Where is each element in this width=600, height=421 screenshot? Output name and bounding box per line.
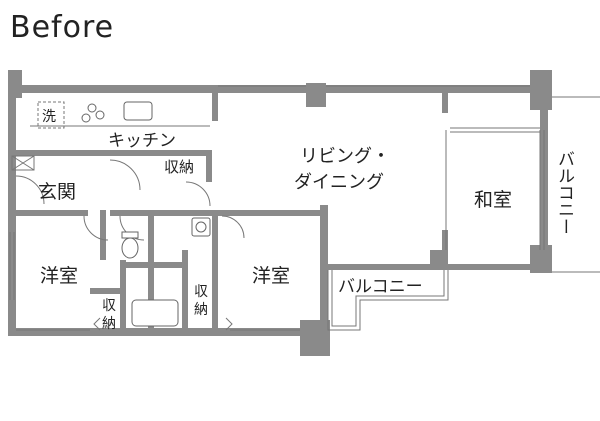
wall-vert [148,210,154,330]
pillar [530,70,552,110]
stove-burner [87,103,97,113]
storage-mid-label-2: 納 [194,302,208,318]
wall-storage-left [120,260,126,330]
wall-mid [110,210,260,216]
bathtub [131,299,179,327]
toilet-tank [121,231,139,239]
wall-mid-right [222,210,328,216]
wall-storage-left-top [90,288,126,294]
wall-vert [100,210,106,260]
kitchen-sink [123,101,153,121]
pillar [306,83,326,107]
wall-storage-right [206,150,212,182]
stove-burner [81,113,91,123]
wall-vert [212,210,218,330]
plan-title: Before [10,10,114,45]
storage-mid-label-1: 収 [194,284,208,300]
entrance-label: 玄関 [38,181,76,203]
pillar [8,70,22,98]
wall-stub [212,93,218,121]
toilet [121,237,139,259]
storage-kitchen-label: 収納 [164,158,194,176]
living-label-1: リビング・ [300,146,390,167]
storage-left-label-1: 収 [102,298,116,314]
storage-left-label-2: 納 [102,316,116,332]
pillar [530,245,552,273]
kitchen-label: キッチン [108,131,176,151]
wall-vert [182,250,188,330]
wall-right-living [320,205,328,335]
washitsu-label: 和室 [474,189,512,211]
balcony-small-label: バルコニー [338,277,423,297]
wall-washitsu-left [442,93,448,113]
living-label-2: ダイニング [294,172,384,193]
wall-entrance-top [8,150,140,156]
wall-bottom [8,328,326,336]
wall-bath-top [126,262,186,268]
wall-entrance-bottom [8,210,88,216]
wall-storage-top [140,150,210,156]
balcony-right-label: バルコニー [554,150,574,235]
stove-burner [95,110,105,120]
wall-washitsu-left [442,230,448,270]
wall-left [8,70,16,335]
pillar [300,320,330,356]
laundry-label: 洗 [42,109,56,125]
western-room-right-label: 洋室 [252,265,290,287]
laundry-box [37,101,65,129]
western-room-left-label: 洋室 [40,265,78,287]
wall-top [8,85,548,93]
shoe-box [11,155,35,171]
